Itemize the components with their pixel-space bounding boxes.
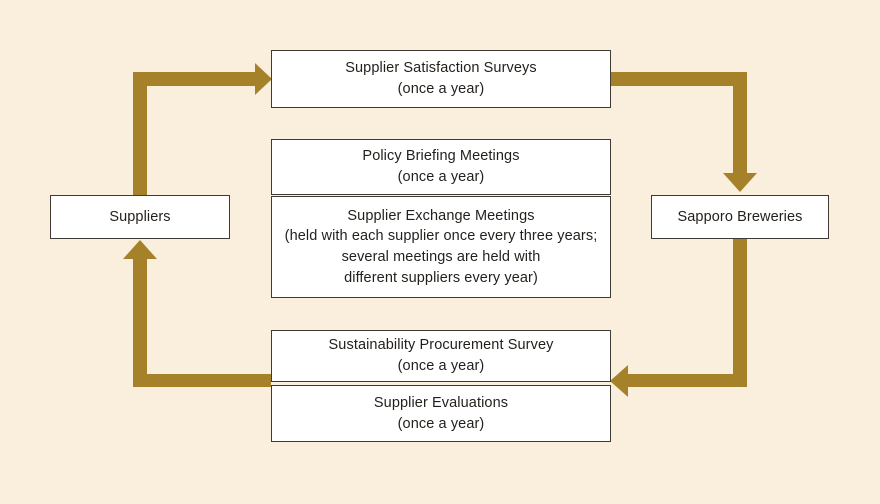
- connector-evaluations-to-suppliers: [123, 240, 271, 387]
- node-supplier-satisfaction-surveys-label: Supplier Satisfaction Surveys (once a ye…: [345, 60, 537, 97]
- node-sapporo-breweries: Sapporo Breweries: [651, 195, 829, 239]
- node-supplier-exchange-meetings: Supplier Exchange Meetings (held with ea…: [271, 196, 611, 298]
- connector-satisfaction-to-sapporo: [610, 72, 757, 192]
- node-supplier-evaluations-label: Supplier Evaluations (once a year): [373, 394, 509, 432]
- node-supplier-evaluations: Supplier Evaluations (once a year): [271, 385, 611, 442]
- node-supplier-exchange-meetings-label: Supplier Exchange Meetings (held with ea…: [284, 207, 598, 286]
- connector-suppliers-to-satisfaction: [133, 63, 272, 195]
- node-supplier-satisfaction-surveys: Supplier Satisfaction Surveys (once a ye…: [271, 50, 611, 108]
- node-sustainability-procurement-survey: Sustainability Procurement Survey (once …: [271, 330, 611, 382]
- node-policy-briefing-meetings-label: Policy Briefing Meetings (once a year): [362, 148, 520, 185]
- connector-sapporo-to-evaluations: [610, 239, 747, 397]
- node-suppliers: Suppliers: [50, 195, 230, 239]
- node-suppliers-label: Suppliers: [109, 208, 171, 225]
- node-policy-briefing-meetings: Policy Briefing Meetings (once a year): [271, 139, 611, 195]
- node-sapporo-breweries-label: Sapporo Breweries: [677, 208, 803, 225]
- node-sustainability-procurement-survey-label: Sustainability Procurement Survey (once …: [328, 337, 554, 374]
